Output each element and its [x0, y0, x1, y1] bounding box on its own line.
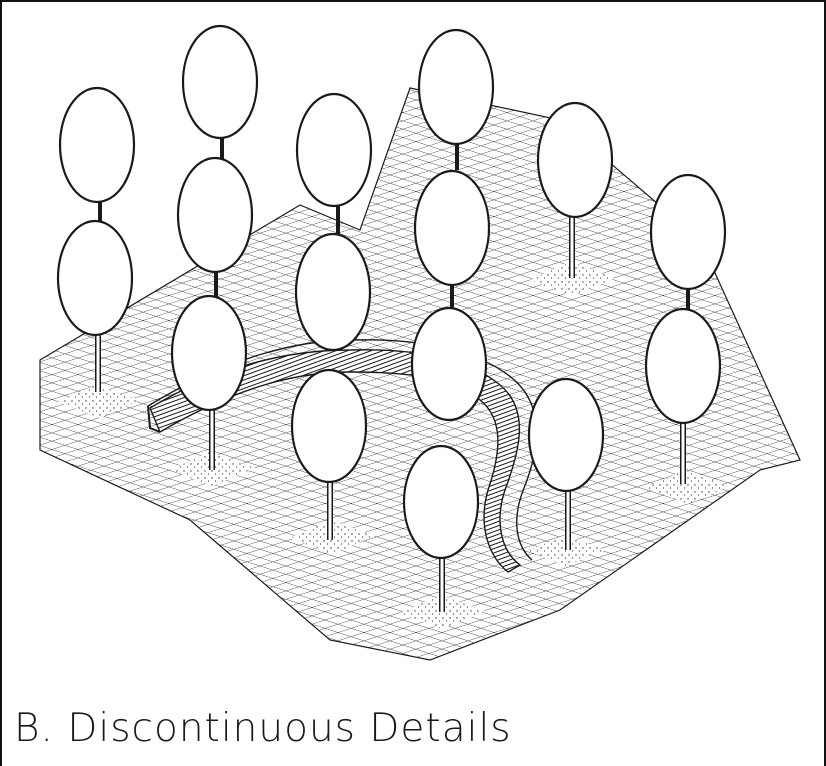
figure-caption: B. Discontinuous Details	[14, 700, 512, 758]
plaza-illustration	[0, 0, 826, 700]
